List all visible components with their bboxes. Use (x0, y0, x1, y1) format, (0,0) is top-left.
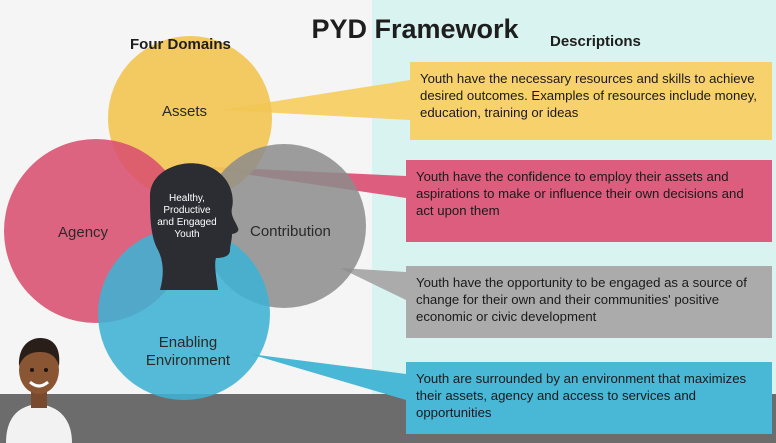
descriptions-heading: Descriptions (550, 33, 641, 50)
contribution-label: Contribution (250, 223, 331, 240)
assets-description: Youth have the necessary resources and s… (410, 62, 772, 140)
contribution-description: Youth have the opportunity to be engaged… (406, 266, 772, 338)
agency-description: Youth have the confidence to employ thei… (406, 160, 772, 242)
enabling-label-line2: Environment (145, 352, 231, 369)
healthy-youth-label: Healthy, Productive and Engaged Youth (150, 193, 224, 241)
center-line1: Healthy, (169, 193, 205, 204)
center-line4: Youth (174, 229, 200, 240)
presenter-avatar (6, 338, 72, 443)
page-title: PYD Framework (311, 14, 519, 44)
enabling-circle (98, 228, 270, 400)
enabling-pointer (250, 354, 406, 400)
assets-label: Assets (162, 103, 208, 120)
agency-label: Agency (58, 224, 109, 241)
center-line3: and Engaged (157, 217, 217, 228)
enabling-environment-label: Enabling Environment (140, 334, 236, 370)
enabling-description: Youth are surrounded by an environment t… (406, 362, 772, 434)
contribution-pointer (340, 268, 406, 300)
enabling-label-line1: Enabling (158, 334, 218, 351)
four-domains-heading: Four Domains (130, 36, 231, 53)
center-line2: Productive (163, 205, 211, 216)
head-silhouette-icon (150, 163, 239, 290)
